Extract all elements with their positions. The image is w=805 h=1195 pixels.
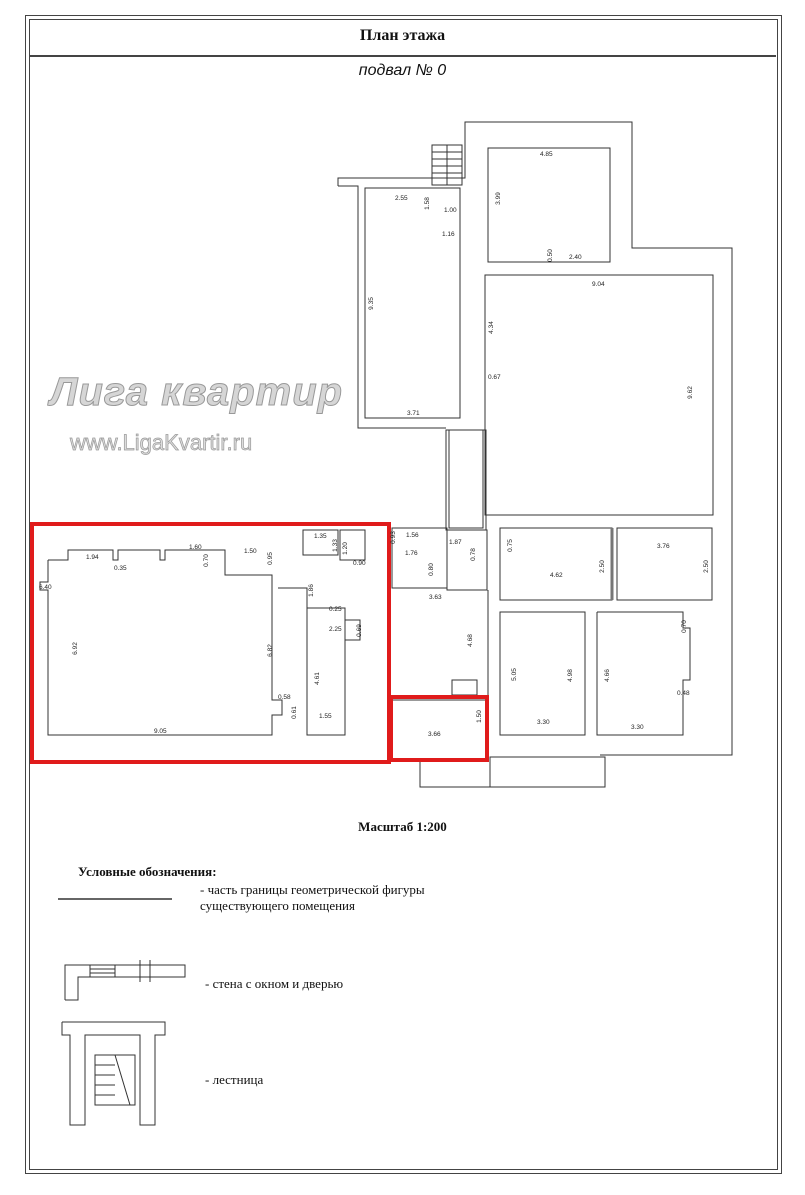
dimension-label: 1.55 (319, 713, 332, 720)
dimension-label: 9.04 (592, 281, 605, 288)
dimension-label: 1.56 (406, 532, 419, 539)
dimension-label: 0.69 (355, 624, 363, 637)
dimension-label: 0.75 (506, 539, 514, 552)
dimension-label: 0.50 (546, 249, 554, 262)
outer-frame (25, 15, 782, 1174)
dimension-label: 0.90 (353, 560, 366, 567)
dimension-label: 6.82 (266, 644, 274, 657)
legend-wall-text: - стена с окном и дверью (205, 976, 344, 991)
dimension-label: 5.05 (510, 668, 518, 681)
inner-frame (29, 19, 778, 1170)
header-row: План этажа (29, 19, 776, 57)
dimension-label: 1.35 (314, 533, 327, 540)
dimension-label: 1.87 (449, 539, 462, 546)
watermark-brand: Лига квартир (49, 370, 344, 415)
dimension-label: 1.94 (86, 554, 99, 561)
dimension-label: 0.70 (680, 620, 688, 633)
top-staircase (431, 144, 463, 186)
dimension-label: 9.35 (367, 297, 375, 310)
legend-boundary-text: - часть границы геометрической фигуры су… (200, 882, 425, 913)
highlighted-areas (30, 522, 489, 764)
staircase-icon (61, 1021, 166, 1126)
dimension-label: 0.48 (677, 690, 690, 697)
right-rooms-walls (389, 527, 713, 788)
dimension-label: 6.40 (39, 584, 52, 591)
dimension-label: 0.35 (114, 565, 127, 572)
dimension-label: 4.61 (313, 672, 321, 685)
dimension-label: 1.33 (331, 539, 339, 552)
dimension-label: 2.50 (598, 560, 606, 573)
dimension-label: 0.78 (469, 548, 477, 561)
highlight-small (389, 695, 489, 762)
dimension-label: 0.25 (329, 606, 342, 613)
dimension-label: 4.85 (540, 151, 553, 158)
page-title: План этажа (359, 27, 446, 44)
dimension-label: 3.76 (657, 543, 670, 550)
left-block-walls (39, 529, 366, 736)
dimension-label: 3.63 (429, 594, 442, 601)
dimension-label: 4.68 (466, 634, 474, 647)
scale-label: Масштаб 1:200 (358, 819, 447, 834)
highlight-main (30, 522, 391, 764)
dimension-label: 0.70 (202, 554, 210, 567)
dimension-label: 1.58 (423, 197, 431, 210)
dimension-label: 4.34 (487, 321, 495, 334)
dimension-label: 3.66 (428, 731, 441, 738)
dimension-label: 2.50 (702, 560, 710, 573)
dimension-label: 2.40 (569, 254, 582, 261)
dimension-label: 0.95 (266, 552, 274, 565)
wall-window-door-icon (64, 960, 186, 1001)
legend-stair-text: - лестница (205, 1072, 264, 1087)
dimension-label: 0.61 (290, 706, 298, 719)
dimension-label: 3.30 (537, 719, 550, 726)
dimension-label: 1.60 (189, 544, 202, 551)
dimension-label: 3.99 (494, 192, 502, 205)
dimension-label: 1.16 (442, 231, 455, 238)
dimension-label: 0.93 (389, 531, 397, 544)
dimension-label: 1.76 (405, 550, 418, 557)
bottom-staircase (419, 756, 606, 788)
watermark-url: www.LigaKvartir.ru (70, 430, 253, 456)
upper-walls (337, 121, 733, 756)
dimension-label: 0.67 (488, 374, 501, 381)
dimension-label: 1.50 (475, 710, 483, 723)
dimension-label: 4.66 (603, 669, 611, 682)
dimension-label: 9.05 (154, 728, 167, 735)
dimension-label: 4.62 (550, 572, 563, 579)
dimension-label: 1.20 (341, 542, 349, 555)
dimension-label: 3.30 (631, 724, 644, 731)
dimension-label: 1.86 (307, 584, 315, 597)
floor-subtitle: подвал № 0 (358, 62, 447, 79)
dimension-label: 6.92 (71, 642, 79, 655)
dimension-label: 4.98 (566, 669, 574, 682)
dimension-label: 1.50 (244, 548, 257, 555)
dimension-label: 9.62 (686, 386, 694, 399)
dimension-label: 2.55 (395, 195, 408, 202)
dimension-label: 0.58 (278, 694, 291, 701)
dimension-label: 2.25 (329, 626, 342, 633)
legend-heading: Условные обозначения: (78, 864, 217, 879)
dimension-label: 3.71 (407, 410, 420, 417)
dimension-label: 0.80 (427, 563, 435, 576)
dimension-label: 1.00 (444, 207, 457, 214)
